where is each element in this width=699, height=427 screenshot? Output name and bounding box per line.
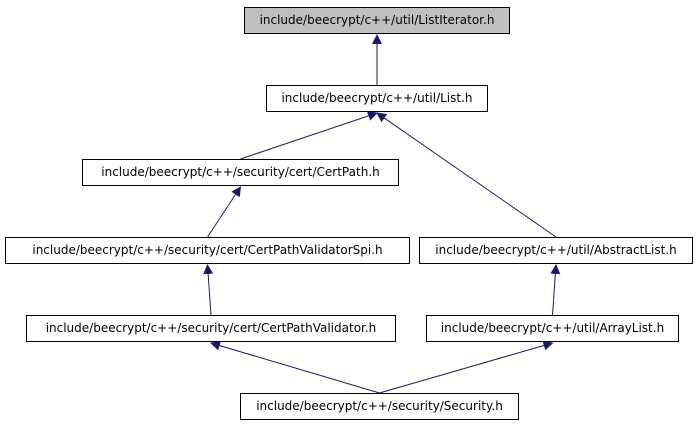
node-certpathvalidator-h[interactable]: include/beecrypt/c++/security/cert/CertP…: [26, 315, 396, 342]
node-certpath-h[interactable]: include/beecrypt/c++/security/cert/CertP…: [82, 159, 399, 186]
node-security-h[interactable]: include/beecrypt/c++/security/Security.h: [240, 393, 519, 420]
edge-abstract_list-to-list: [376, 112, 557, 238]
edge-cert_path_validator-to-cert_path_validator_spi: [203, 264, 214, 316]
edge-security-to-array_list: [379, 340, 554, 394]
node-certpathvalidatorspi-h[interactable]: include/beecrypt/c++/security/cert/CertP…: [5, 237, 410, 264]
edge-cert_path_validator_spi-to-cert_path: [207, 186, 242, 238]
node-abstractlist-h[interactable]: include/beecrypt/c++/util/AbstractList.h: [419, 237, 693, 264]
edge-security-to-cert_path_validator: [210, 340, 380, 394]
node-arraylist-h[interactable]: include/beecrypt/c++/util/ArrayList.h: [426, 315, 679, 342]
node-list-iterator-h[interactable]: include/beecrypt/c++/util/ListIterator.h: [244, 7, 510, 34]
node-list-h[interactable]: include/beecrypt/c++/util/List.h: [266, 85, 488, 112]
edges-group: [203, 34, 561, 394]
edge-cert_path-to-list: [240, 111, 378, 160]
edge-array_list-to-abstract_list: [550, 264, 561, 316]
